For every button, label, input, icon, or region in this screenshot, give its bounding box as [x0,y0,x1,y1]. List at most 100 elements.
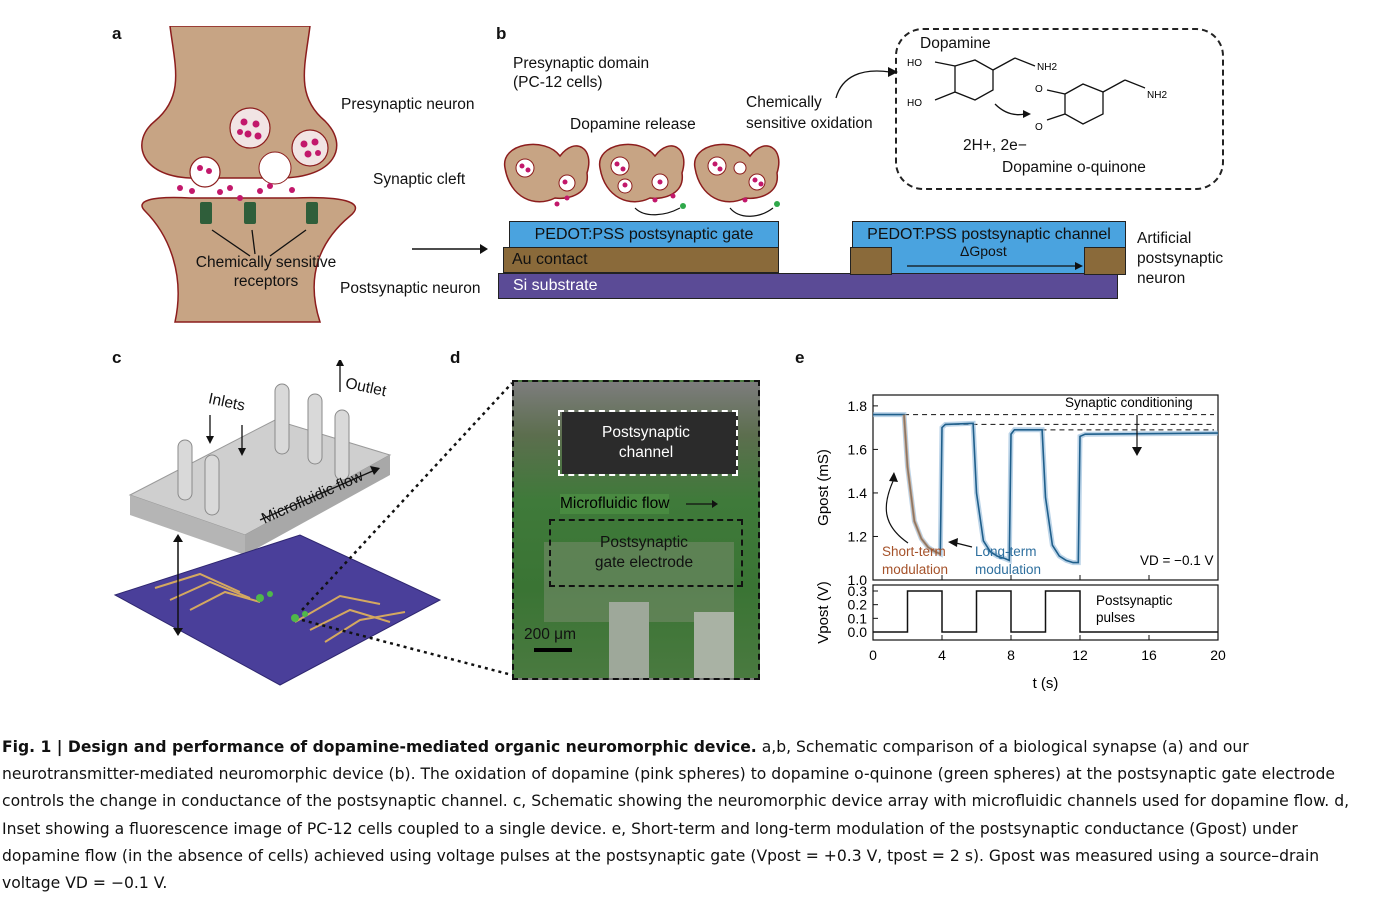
scale-bar [534,648,572,652]
x-axis-label: t (s) [1033,675,1059,692]
short-term-highlight [902,414,941,556]
long-arrowhead [948,538,958,547]
arrow-a-to-b [412,244,488,254]
label-synaptic-cleft: Synaptic cleft [373,171,466,188]
au-contact-layer: Au contact [503,247,779,273]
label-oxidation-line1: Chemically [746,94,822,111]
short-arrow [885,478,909,544]
pedot-channel-label: PEDOT:PSS postsynaptic channel [867,226,1111,243]
annot-long-2: modulation [975,562,1041,577]
y-tick-label-top: 1.2 [848,528,868,544]
y-tick-label-bottom: 0.3 [848,583,868,599]
panel-label-d: d [450,348,461,367]
y-tick-label-top: 1.6 [848,441,868,457]
label-delta-g: ΔGpost [960,243,1007,259]
au-contact-label: Au contact [512,251,588,268]
x-tick-label: 12 [1072,647,1088,663]
chem-ho-2: HO [907,98,922,109]
short-arrowhead [889,472,898,482]
chemical-structures: HO HO NH2 NH2 O O [907,57,1167,133]
panel-label-e: e [795,348,805,367]
y-tick-label-top: 1.4 [848,485,868,501]
label-dopamine-release: Dopamine release [570,116,696,133]
plot-frame-top [872,394,1219,581]
arrow-to-reaction-box [835,67,898,99]
panel-label-c: c [112,348,122,367]
y-tick-label-top: 1.8 [848,398,868,414]
y-tick-label-top: 1.0 [848,572,868,588]
label-gate-1: Postsynaptic [600,534,688,551]
label-channel-2: channel [618,444,674,461]
lead-stripe-2 [694,612,734,678]
channel-arrow [907,262,1083,270]
pedot-gate-layer: PEDOT:PSS postsynaptic gate [509,221,779,249]
annot-long-1: Long-term [975,544,1037,559]
receptor-group [200,202,318,224]
caption-body: a,b, Schematic comparison of a biologica… [2,738,1350,893]
chem-o-2: O [1035,122,1043,133]
annot-pulses-1: Postsynaptic [1096,593,1173,608]
y-tick-label-bottom: 0.1 [848,610,868,626]
pedot-channel-layer: PEDOT:PSS postsynaptic channel [852,221,1126,249]
long-arrow [955,542,973,548]
label-oxidation-line2: sensitive oxidation [746,115,873,132]
label-artificial-3: neuron [1137,270,1186,287]
flow-arrow-d [686,500,718,508]
pc12-cells [504,143,780,217]
label-products: 2H+, 2e− [963,137,1027,154]
annot-vd: VD = −0.1 V [1140,553,1214,568]
x-tick-label: 20 [1210,647,1226,663]
label-presynaptic-neuron: Presynaptic neuron [341,96,475,113]
vesicle-group [177,107,329,201]
conditioning-arrowhead [1132,447,1142,456]
synapse-illustration [141,26,357,323]
label-postsynaptic-neuron: Postsynaptic neuron [340,280,481,297]
chem-ho-1: HO [907,58,922,69]
microfluidic-device-illustration [113,360,442,686]
si-substrate-layer: Si substrate [498,273,1118,299]
label-presynaptic-domain: Presynaptic domain [513,55,650,72]
vpost-line [873,590,1218,633]
label-microfluidic-flow-d: Microfluidic flow [560,494,670,514]
x-tick-label: 4 [938,647,946,663]
gate-outline [549,519,743,587]
y-axis-label-top: Gpost (mS) [815,449,832,526]
au-contact-source [850,247,892,275]
x-tick-label: 0 [869,647,877,663]
chem-nh2-2: NH2 [1147,90,1167,101]
label-pc12: (PC-12 cells) [513,74,603,91]
channel-region [892,247,1084,273]
annot-short-1: Short-term [882,544,946,559]
x-tick-label: 16 [1141,647,1157,663]
y-axis-label-bottom: Vpost (V) [815,581,832,644]
label-receptors-line1: Chemically sensitive [195,254,337,271]
fluorescence-image [512,380,760,680]
label-channel-1: Postsynaptic [602,424,690,441]
label-gate-2: gate electrode [594,554,694,571]
si-substrate-label: Si substrate [513,277,598,294]
chem-nh2-1: NH2 [1037,62,1057,73]
panel-label-b: b [496,24,507,43]
plot-frame-bottom [872,584,1219,641]
dopamine-reaction-box [895,28,1224,190]
chem-o-1: O [1035,84,1043,95]
au-contact-drain [1084,247,1126,275]
y-tick-label-bottom: 0.2 [848,597,868,613]
annot-pulses-2: pulses [1096,610,1135,625]
label-receptors-line2: receptors [233,273,299,290]
lead-stripe-1 [609,602,649,678]
annot-short-2: modulation [882,562,948,577]
panel-label-a: a [112,24,122,43]
label-dopamine: Dopamine [920,35,991,52]
x-tick-label: 8 [1007,647,1015,663]
caption-title: Fig. 1 | Design and performance of dopam… [2,738,757,756]
figure-caption: Fig. 1 | Design and performance of dopam… [2,734,1374,897]
channel-dark-region [562,412,738,474]
label-artificial-1: Artificial [1137,230,1192,247]
label-artificial-2: postsynaptic [1137,250,1224,267]
annot-conditioning: Synaptic conditioning [1065,395,1193,410]
scale-bar-label: 200 μm [524,626,577,643]
zoom-connector-lines [301,382,513,677]
pedot-gate-label: PEDOT:PSS postsynaptic gate [534,226,754,243]
